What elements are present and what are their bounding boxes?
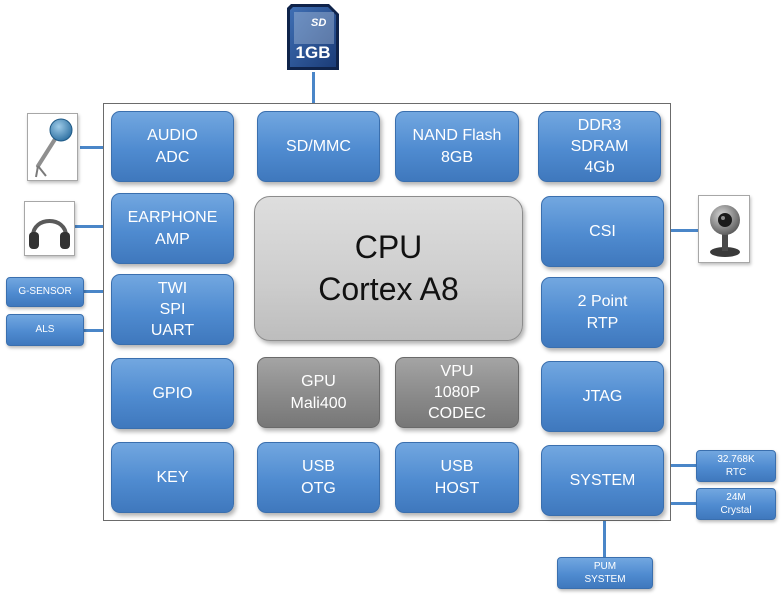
cpu-label: CPU bbox=[354, 228, 423, 265]
block-label: SPI bbox=[159, 300, 186, 318]
external-label: PUM bbox=[593, 560, 617, 572]
jtag-block: JTAG bbox=[541, 361, 664, 432]
block-label: ADC bbox=[155, 148, 190, 166]
als-box: ALS bbox=[6, 314, 84, 346]
microphone-connector bbox=[80, 146, 104, 149]
rtc-box: 32.768K RTC bbox=[696, 450, 776, 482]
block-label: NAND Flash bbox=[412, 127, 502, 145]
gpio-block: GPIO bbox=[111, 358, 234, 429]
sd-card-icon: SD 1GB bbox=[285, 2, 341, 72]
sd-card-connector bbox=[312, 72, 315, 104]
nand-flash-block: NAND Flash 8GB bbox=[395, 111, 519, 182]
twi-spi-uart-block: TWI SPI UART bbox=[111, 274, 234, 345]
webcam-icon bbox=[698, 195, 750, 263]
crystal-connector bbox=[670, 502, 696, 505]
block-label: CODEC bbox=[428, 405, 486, 423]
block-label: OTG bbox=[301, 479, 336, 497]
block-label: EARPHONE bbox=[127, 209, 218, 227]
block-label: GPIO bbox=[152, 384, 193, 402]
block-label: SYSTEM bbox=[569, 471, 636, 489]
sd-mmc-block: SD/MMC bbox=[257, 111, 380, 182]
block-label: KEY bbox=[156, 468, 189, 486]
block-label: AMP bbox=[155, 230, 190, 248]
headphones-icon bbox=[24, 201, 75, 256]
microphone-icon bbox=[27, 113, 78, 181]
external-label: Crystal bbox=[720, 505, 752, 516]
headphones-connector bbox=[75, 225, 104, 228]
external-label: G-SENSOR bbox=[18, 286, 72, 298]
block-label: GPU bbox=[301, 373, 336, 391]
block-label: 8GB bbox=[440, 148, 473, 166]
sd-capacity-label: 1GB bbox=[296, 43, 331, 62]
block-label: JTAG bbox=[582, 387, 623, 405]
external-label: ALS bbox=[35, 324, 55, 336]
csi-block: CSI bbox=[541, 196, 664, 267]
external-label: 32.768K bbox=[717, 453, 755, 465]
audio-adc-block: AUDIO ADC bbox=[111, 111, 234, 182]
external-label: SYSTEM bbox=[584, 574, 626, 585]
cpu-core-label: Cortex A8 bbox=[318, 270, 459, 307]
ddr3-block: DDR3 SDRAM 4Gb bbox=[538, 111, 661, 182]
gpu-block: GPU Mali400 bbox=[257, 357, 380, 428]
block-label: 4Gb bbox=[584, 159, 615, 177]
key-block: KEY bbox=[111, 442, 234, 513]
sd-brand-label: SD bbox=[311, 17, 326, 29]
block-label: DDR3 bbox=[577, 116, 622, 134]
cpu-block: CPU Cortex A8 bbox=[254, 196, 523, 341]
block-label: SD/MMC bbox=[286, 137, 351, 155]
block-label: Mali400 bbox=[290, 394, 347, 412]
crystal-box: 24M Crystal bbox=[696, 488, 776, 520]
g-sensor-box: G-SENSOR bbox=[6, 277, 84, 307]
rtc-connector bbox=[670, 464, 696, 467]
rtp-block: 2 Point RTP bbox=[541, 277, 664, 348]
pum-connector bbox=[603, 520, 606, 557]
block-label: HOST bbox=[434, 479, 480, 497]
block-label: 2 Point bbox=[577, 293, 628, 311]
block-label: UART bbox=[150, 322, 195, 340]
external-label: 24M bbox=[726, 491, 746, 503]
system-block: SYSTEM bbox=[541, 445, 664, 516]
vpu-block: VPU 1080P CODEC bbox=[395, 357, 519, 428]
block-label: USB bbox=[440, 458, 474, 476]
block-label: 1080P bbox=[433, 383, 481, 401]
usb-host-block: USB HOST bbox=[395, 442, 519, 513]
block-label: AUDIO bbox=[147, 127, 198, 145]
block-label: CSI bbox=[589, 222, 616, 240]
pum-system-box: PUM SYSTEM bbox=[557, 557, 653, 589]
webcam-connector bbox=[670, 229, 698, 232]
block-label: TWI bbox=[157, 279, 188, 297]
block-label: USB bbox=[302, 458, 335, 476]
block-label: VPU bbox=[440, 362, 474, 380]
earphone-amp-block: EARPHONE AMP bbox=[111, 193, 234, 264]
block-label: RTP bbox=[586, 314, 619, 332]
block-label: SDRAM bbox=[570, 137, 629, 155]
external-label: RTC bbox=[725, 467, 747, 478]
als-connector bbox=[84, 329, 104, 332]
g-sensor-connector bbox=[84, 290, 104, 293]
usb-otg-block: USB OTG bbox=[257, 442, 380, 513]
